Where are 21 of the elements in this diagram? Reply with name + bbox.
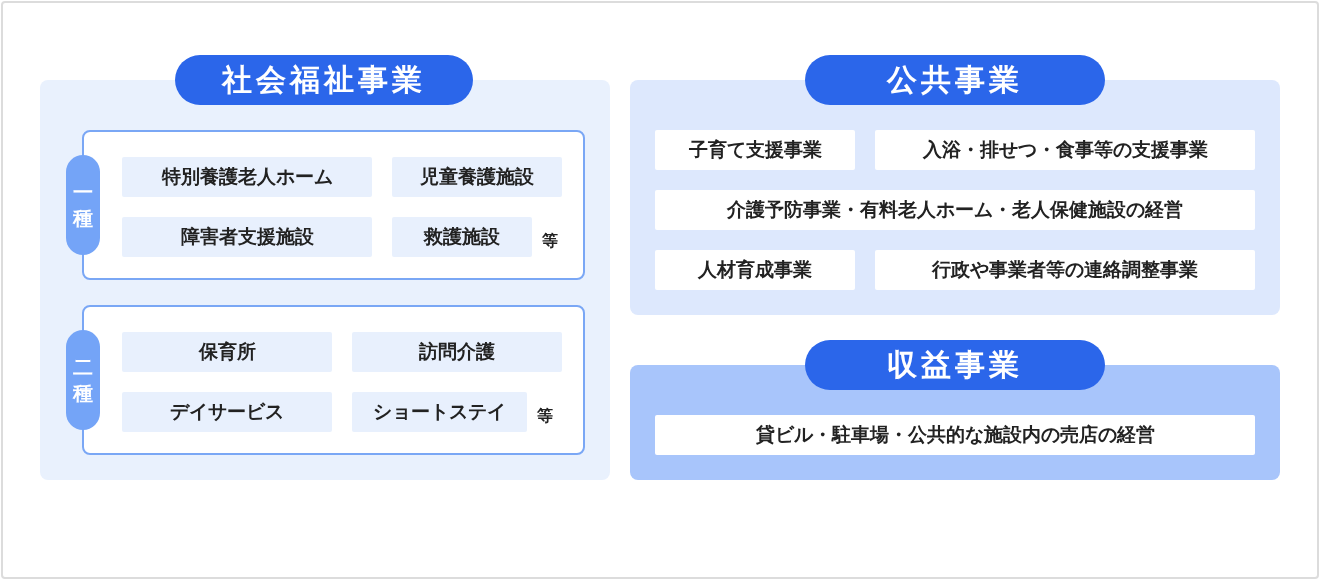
- heading-pill: 公共事業: [805, 55, 1105, 105]
- item-box: 入浴・排せつ・食事等の支援事業: [875, 130, 1255, 170]
- item-box: ショートステイ: [352, 392, 527, 432]
- item-box: 介護予防事業・有料老人ホーム・老人保健施設の経営: [655, 190, 1255, 230]
- note-text: 等: [542, 231, 558, 252]
- item-box: 障害者支援施設: [122, 217, 372, 257]
- item-box: 子育て支援事業: [655, 130, 855, 170]
- heading-pill: 収益事業: [805, 340, 1105, 390]
- heading-pill: 社会福祉事業: [175, 55, 473, 105]
- item-box: 訪問介護: [352, 332, 562, 372]
- category-tab: 二種: [66, 330, 100, 430]
- item-box: 救護施設: [392, 217, 532, 257]
- item-box: 貸ビル・駐車場・公共的な施設内の売店の経営: [655, 415, 1255, 455]
- item-box: 特別養護老人ホーム: [122, 157, 372, 197]
- item-box: 児童養護施設: [392, 157, 562, 197]
- note-text: 等: [537, 406, 553, 427]
- item-box: 行政や事業者等の連絡調整事業: [875, 250, 1255, 290]
- item-box: デイサービス: [122, 392, 332, 432]
- item-box: 保育所: [122, 332, 332, 372]
- category-tab: 一種: [66, 155, 100, 255]
- item-box: 人材育成事業: [655, 250, 855, 290]
